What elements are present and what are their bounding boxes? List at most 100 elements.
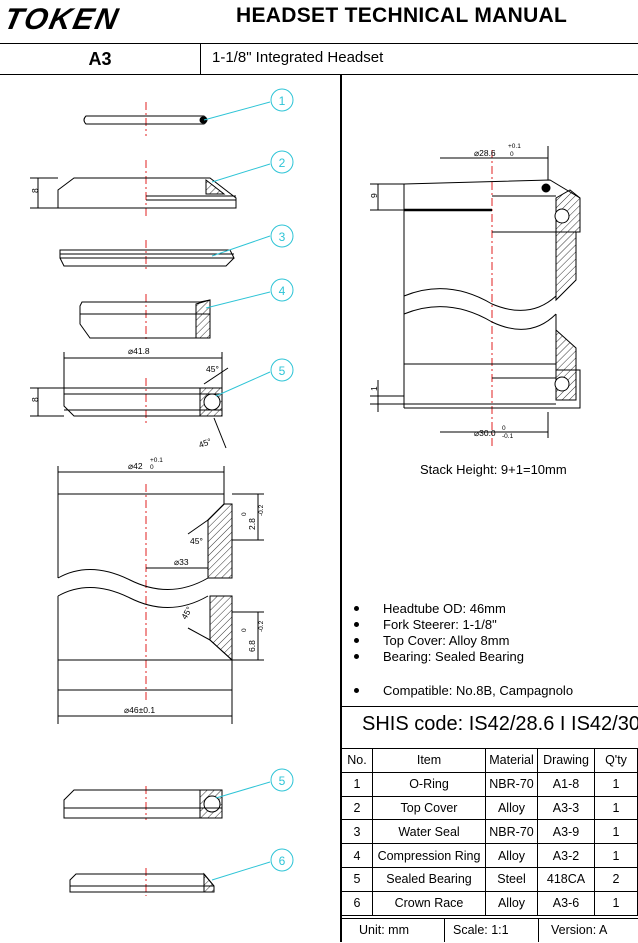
- spec-text: Fork Steerer: 1-1/8": [383, 616, 497, 632]
- model-row: A3 1-1/8" Integrated Headset: [0, 43, 638, 75]
- dim-stack-bottom: 1: [369, 386, 379, 391]
- dim-top-depth-tol-upper: 0: [241, 512, 248, 516]
- token-logo: TOKEN: [6, 4, 123, 34]
- bullet-icon: [354, 687, 359, 693]
- dim-inner-dia: ⌀33: [174, 557, 189, 567]
- cell: NBR-70: [485, 771, 538, 797]
- callout-5b: 5: [279, 774, 286, 788]
- cell: 1: [594, 843, 638, 868]
- footer-divider: [444, 918, 445, 942]
- cell: A1-8: [537, 771, 595, 797]
- dim-cup-id: ⌀42: [128, 461, 143, 471]
- dim-steerer-tol-lower: 0: [510, 151, 514, 158]
- bullet-icon: [354, 605, 359, 611]
- dim-crown-dia: ⌀30.0: [474, 428, 496, 438]
- footer-divider: [538, 918, 539, 942]
- table-row: 4 Compression Ring Alloy A3-2 1: [341, 843, 638, 868]
- parts-table: No. Item Material Drawing Q'ty 1 O-Ring …: [341, 748, 638, 916]
- cell: O-Ring: [372, 771, 486, 797]
- cell: 5: [341, 866, 373, 892]
- cell: 1: [594, 890, 638, 916]
- dim-crown-tol-lower: -0.1: [502, 433, 514, 440]
- cell: 1: [594, 795, 638, 821]
- cell: 3: [341, 819, 373, 845]
- col-header: Drawing: [537, 748, 595, 773]
- dim-cup-id-tol-upper: +0.1: [150, 457, 163, 464]
- spec-item: Top Cover: Alloy 8mm: [354, 632, 573, 648]
- cell: Crown Race: [372, 890, 486, 916]
- bullet-icon: [354, 653, 359, 659]
- cell: Water Seal: [372, 819, 486, 845]
- cell: 1: [341, 771, 373, 797]
- cell: 2: [341, 795, 373, 821]
- cell: A3-6: [537, 890, 595, 916]
- cell: A3-9: [537, 819, 595, 845]
- table-row: 6 Crown Race Alloy A3-6 1: [341, 890, 638, 916]
- dim-crown-tol-upper: 0: [502, 425, 506, 432]
- callout-5: 5: [279, 364, 286, 378]
- cell: 6: [341, 890, 373, 916]
- footer-unit: Unit: mm: [359, 923, 409, 937]
- callout-4-circle: [270, 278, 294, 302]
- cell: A3-2: [537, 843, 595, 868]
- exploded-view-drawing: 1 2 3 4 5 5 6 8 ⌀41.8 8 45° 45° ⌀42 +0.1…: [30, 88, 294, 896]
- table-row: 1 O-Ring NBR-70 A1-8 1: [341, 771, 638, 797]
- cell: A3-3: [537, 795, 595, 821]
- dim-top-depth: 2.8: [247, 518, 257, 530]
- dim-steerer-dia: ⌀28.6: [474, 148, 496, 158]
- cell: Alloy: [485, 890, 538, 916]
- column-divider: [340, 74, 342, 942]
- cell: Top Cover: [372, 795, 486, 821]
- spec-item: Bearing: Sealed Bearing: [354, 648, 573, 664]
- spec-item: Fork Steerer: 1-1/8": [354, 616, 573, 632]
- cell: 1: [594, 819, 638, 845]
- shis-code: SHIS code: IS42/28.6 I IS42/30: [362, 713, 638, 735]
- spec-text: Compatible: No.8B, Campagnolo: [383, 682, 574, 698]
- callout-5-circle: [270, 358, 294, 382]
- cell: 2: [594, 866, 638, 892]
- dim-angle-bottom: 45°: [197, 436, 213, 450]
- header-bar: TOKEN HEADSET TECHNICAL MANUAL: [0, 0, 638, 40]
- footer-scale: Scale: 1:1: [453, 923, 509, 937]
- dim-angle-cup-top: 45°: [190, 536, 203, 546]
- cell: Alloy: [485, 843, 538, 868]
- callout-5b-circle: [270, 768, 294, 792]
- dim-top-depth-tol-lower: -0.2: [258, 504, 265, 516]
- dim-cover-height: 8: [30, 188, 40, 193]
- spec-text: Top Cover: Alloy 8mm: [383, 632, 510, 648]
- cell: Sealed Bearing: [372, 866, 486, 892]
- model-code: A3: [0, 44, 201, 74]
- callout-4: 4: [279, 284, 286, 298]
- footer-version: Version: A: [551, 923, 608, 937]
- table-header-row: No. Item Material Drawing Q'ty: [341, 748, 638, 773]
- shis-box: [341, 706, 638, 749]
- dim-headtube-od: ⌀46±0.1: [124, 705, 155, 715]
- dim-angle-cup-bottom: 45°: [179, 605, 194, 621]
- brand-text: TOKEN: [6, 4, 123, 34]
- cell: Alloy: [485, 795, 538, 821]
- dim-steerer-tol-upper: +0.1: [508, 143, 521, 150]
- dim-angle-top: 45°: [206, 364, 219, 374]
- table-row: 3 Water Seal NBR-70 A3-9 1: [341, 819, 638, 845]
- callout-3-circle: [270, 224, 294, 248]
- dim-bottom-depth-tol-upper: 0: [241, 628, 248, 632]
- spec-text: Bearing: Sealed Bearing: [383, 648, 524, 664]
- table-row: 5 Sealed Bearing Steel 418CA 2: [341, 866, 638, 892]
- dim-bottom-depth: 6.8: [247, 640, 257, 652]
- callout-6: 6: [279, 854, 286, 868]
- stack-height: Stack Height: 9+1=10mm: [420, 462, 567, 477]
- bullet-icon: [354, 621, 359, 627]
- dim-bottom-depth-tol-lower: -0.2: [258, 620, 265, 632]
- bullet-icon: [354, 637, 359, 643]
- callout-6-circle: [270, 848, 294, 872]
- dim-bearing-od: ⌀41.8: [128, 346, 150, 356]
- callout-3: 3: [279, 230, 286, 244]
- spec-text: Headtube OD: 46mm: [383, 600, 506, 616]
- cell: 4: [341, 843, 373, 868]
- footer: Unit: mm Scale: 1:1 Version: A: [341, 918, 638, 943]
- col-header: No.: [341, 748, 373, 773]
- dim-bearing-height: 8: [30, 397, 40, 402]
- model-description: 1-1/8" Integrated Headset: [212, 49, 384, 66]
- col-header: Item: [372, 748, 486, 773]
- spec-item: Compatible: No.8B, Campagnolo: [354, 682, 573, 698]
